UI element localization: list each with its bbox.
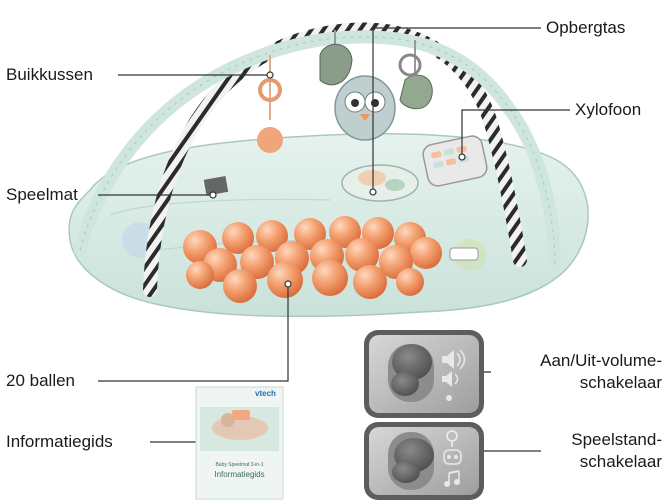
label-ballen: 20 ballen bbox=[6, 371, 75, 391]
label-volume-line1: Aan/Uit-volume- bbox=[496, 350, 662, 372]
leader-dot-xylofoon bbox=[459, 154, 465, 160]
tummy-pillow bbox=[342, 165, 418, 201]
label-volume-switch: Aan/Uit-volume- schakelaar bbox=[496, 350, 662, 394]
label-xylofoon: Xylofoon bbox=[575, 100, 641, 120]
leader-dot-ballen bbox=[285, 281, 291, 287]
label-speelstand-line2: schakelaar bbox=[546, 451, 662, 473]
label-informatiegids: Informatiegids bbox=[6, 432, 113, 452]
leader-dot-speelmat bbox=[210, 192, 216, 198]
leader-dot-buikkussen bbox=[267, 72, 273, 78]
booklet-brand: vtech bbox=[255, 389, 276, 398]
information-booklet bbox=[196, 387, 283, 499]
booklet-subtitle: Baby Speelmat 3-in-1 bbox=[200, 462, 279, 468]
off-dot-icon bbox=[446, 395, 452, 401]
owl-toy bbox=[335, 76, 395, 140]
leader-dot-opbergtas bbox=[370, 189, 376, 195]
label-volume-line2: schakelaar bbox=[496, 372, 662, 394]
label-speelmat: Speelmat bbox=[6, 185, 78, 205]
mode-switch-panel bbox=[364, 422, 484, 500]
label-mode-switch: Speelstand- schakelaar bbox=[546, 429, 662, 473]
volume-switch-panel bbox=[364, 330, 484, 418]
label-buikkussen: Buikkussen bbox=[6, 65, 93, 85]
label-speelstand-line1: Speelstand- bbox=[546, 429, 662, 451]
booklet-title: Informatiegids bbox=[200, 470, 279, 479]
label-opbergtas: Opbergtas bbox=[546, 18, 625, 38]
